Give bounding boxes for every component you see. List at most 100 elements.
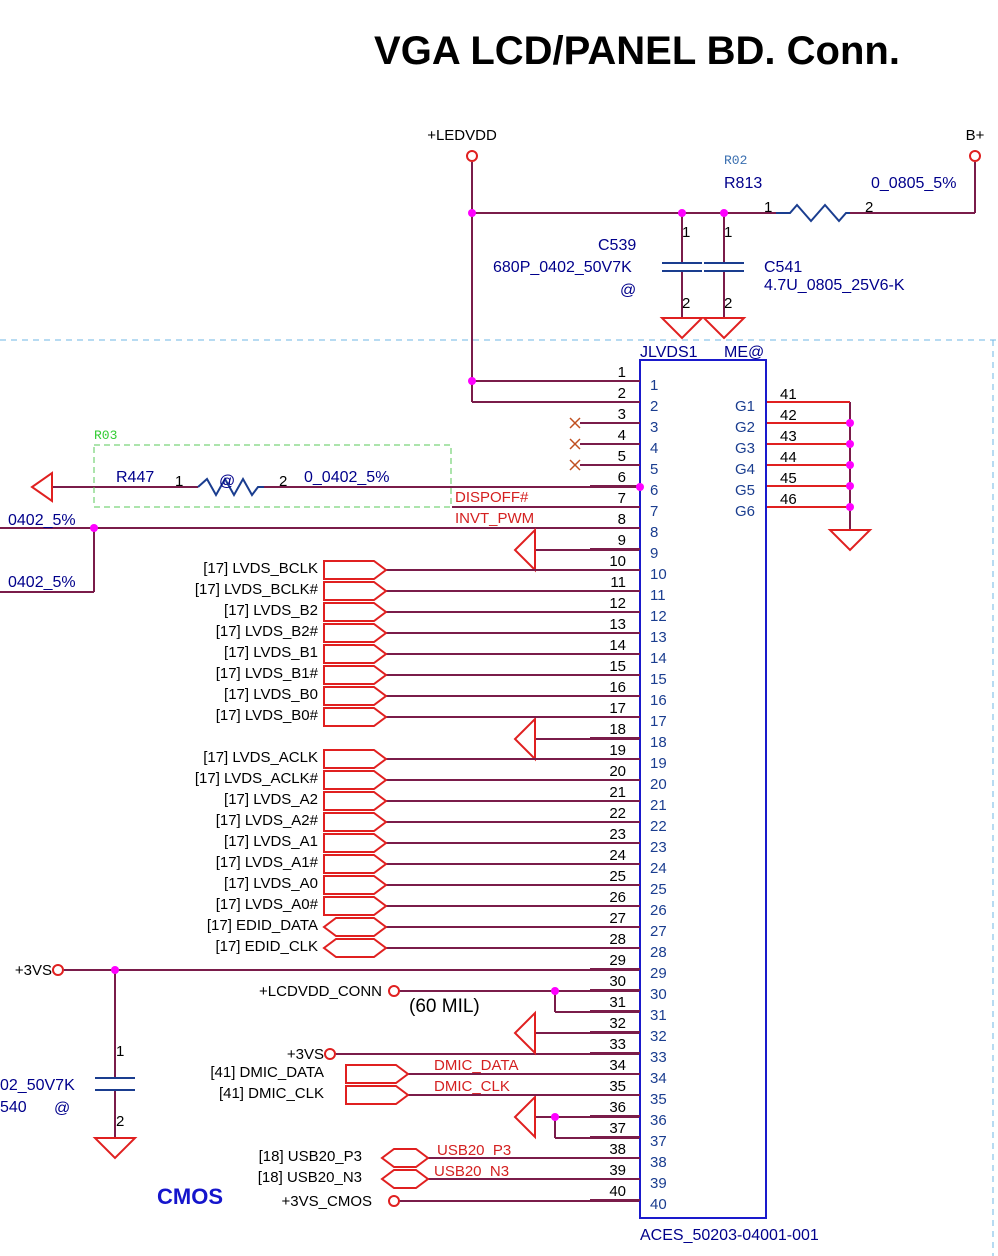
net-invt-pwm: INVT_PWM [455,510,534,527]
c541-value: 4.7U_0805_25V6-K [764,277,905,294]
offpage-connector-icon [323,812,388,832]
r813-group: R02 [724,153,747,168]
pin-number-inner: 29 [650,965,667,982]
region-border [0,339,998,1256]
gpin-number: 45 [780,470,797,487]
junction-dot [111,966,119,974]
pin18-ground-icon [513,716,536,762]
pin-number-inner: 4 [650,440,658,457]
offpage-label: [17] LVDS_A1# [216,854,319,871]
pin-number-inner: 17 [650,713,667,730]
pin-number-outer: 6 [618,469,626,486]
pin-number-outer: 1 [618,364,626,381]
pin-number-inner: 37 [650,1133,667,1150]
pin-number-inner: 19 [650,755,667,772]
vs3-mid-label: +3VS [287,1046,324,1063]
junction-dot [468,377,476,385]
offpage-connector-icon [323,581,388,601]
junction-dot [551,1113,559,1121]
r447-resistor [197,476,264,498]
pin-number-outer: 14 [609,637,626,654]
pin-number-inner: 23 [650,839,667,856]
pin-number-outer: 32 [609,1015,626,1032]
c541-ground-icon [701,317,747,340]
ledvdd-label: +LEDVDD [427,127,497,144]
page-title: VGA LCD/PANEL BD. Conn. [374,29,900,73]
pin-number-inner: 5 [650,461,658,478]
offpage-connector-icon [323,854,388,874]
left-cut-value-2: 0402_5% [8,574,76,591]
gpin-number: 42 [780,407,797,424]
net-usb20-p3: USB20_P3 [437,1142,511,1159]
pin-number-outer: 11 [610,574,626,591]
gpin-number: 41 [780,386,797,403]
r813-pin2: 2 [865,199,873,216]
pin-number-inner: 28 [650,944,667,961]
pin-number-inner: 26 [650,902,667,919]
pin-number-outer: 35 [609,1078,626,1095]
gpins-ground-icon [827,529,873,552]
offpage-connector-icon [323,623,388,643]
pin-number-inner: 6 [650,482,658,499]
net-dmic-clk: DMIC_CLK [434,1078,510,1095]
pin-number-inner: 38 [650,1154,667,1171]
pin-number-inner: 30 [650,986,667,1003]
offpage-connector-icon [380,1169,430,1189]
offpage-connectors: [17] LVDS_BCLK[17] LVDS_BCLK#[17] LVDS_B… [195,560,640,1189]
offpage-label: [18] USB20_P3 [259,1148,362,1165]
offpage-label: [17] LVDS_ACLK [203,749,318,766]
pin-number-outer: 18 [609,721,626,738]
gpin-name: G6 [735,503,755,520]
offpage-label: [18] USB20_N3 [258,1169,362,1186]
offpage-connector-icon [322,938,388,958]
pin-number-outer: 31 [609,994,626,1011]
offpage-label: [17] LVDS_A0# [216,896,319,913]
junction-dot [846,440,854,448]
pin-number-inner: 2 [650,398,658,415]
pin-number-outer: 30 [609,973,626,990]
c541-ref: C541 [764,259,802,276]
offpage-label: [17] LVDS_B1# [216,665,319,682]
offpage-label: [17] LVDS_B1 [224,644,318,661]
r813-pin1: 1 [764,199,772,216]
offpage-connector-icon [323,770,388,790]
offpage-connector-icon [345,1064,410,1084]
c539-ground-icon [659,317,705,340]
pin36-ground-icon [513,1094,536,1140]
offpage-label: [17] LVDS_A2 [224,791,318,808]
pin-number-inner: 21 [650,797,667,814]
pin-number-outer: 16 [609,679,626,696]
gpin-number: 46 [780,491,797,508]
pin-number-inner: 20 [650,776,667,793]
pin-number-outer: 28 [609,931,626,948]
pin-number-inner: 12 [650,608,667,625]
c541-pin1: 1 [724,224,732,241]
c539-value: 680P_0402_50V7K [493,259,632,276]
jlvds1-connector-body [639,359,767,1219]
gpin-name: G4 [735,461,755,478]
offpage-label: [17] LVDS_A1 [224,833,318,850]
pin-number-inner: 35 [650,1091,667,1108]
pin-number-outer: 38 [609,1141,626,1158]
pin-number-outer: 27 [609,910,626,927]
pin-number-inner: 11 [650,587,666,604]
offpage-connector-icon [323,896,388,916]
pin-number-inner: 14 [650,650,667,667]
c540-at: @ [54,1100,70,1117]
wiring [0,162,976,1202]
pin-number-inner: 34 [650,1070,667,1087]
lcdvdd-label: +LCDVDD_CONN [259,983,382,1000]
offpage-connector-icon [323,602,388,622]
connector-part: ACES_50203-04001-001 [640,1227,819,1244]
offpage-connector-icon [323,665,388,685]
offpage-connector-icon [323,644,388,664]
offpage-label: [17] EDID_DATA [207,917,318,934]
offpage-connector-icon [323,791,388,811]
junction-dot [846,419,854,427]
junction-dot [720,209,728,217]
pin-number-inner: 25 [650,881,667,898]
offpage-label: [17] LVDS_ACLK# [195,770,319,787]
junction-dot [90,524,98,532]
pin-number-inner: 33 [650,1049,667,1066]
